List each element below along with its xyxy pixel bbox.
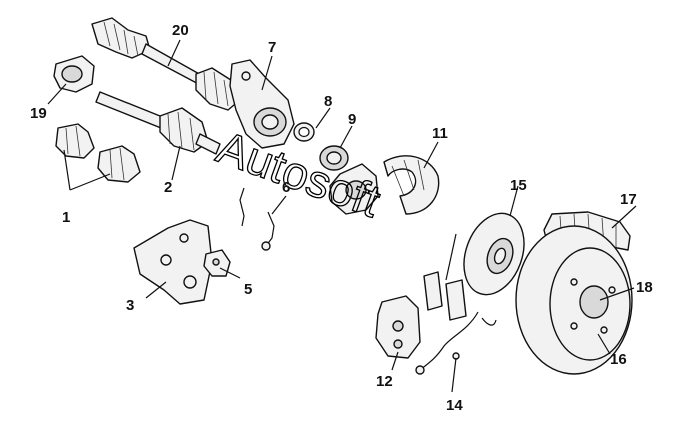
brake-drum-16 bbox=[515, 225, 633, 375]
callout-5: 5 bbox=[244, 281, 252, 298]
brake-caliper-12 bbox=[375, 295, 421, 359]
wheel-hub-10 bbox=[329, 163, 379, 215]
callout-6: 6 bbox=[282, 179, 290, 196]
drive-shaft-20 bbox=[91, 17, 241, 111]
lower-bracket-3 bbox=[133, 219, 213, 305]
sensor-wire-14 bbox=[415, 311, 497, 375]
boot-kit-1 bbox=[55, 123, 141, 183]
drive-shaft-2 bbox=[95, 91, 221, 155]
callout-19: 19 bbox=[30, 105, 47, 122]
callout-9: 9 bbox=[348, 111, 356, 128]
callout-1: 1 bbox=[62, 209, 70, 226]
callout-8: 8 bbox=[324, 93, 332, 110]
wheel-bearing-9 bbox=[319, 145, 349, 171]
brake-pads-13 bbox=[423, 271, 467, 321]
splash-shield-11 bbox=[383, 155, 440, 215]
callout-12: 12 bbox=[376, 373, 393, 390]
brake-disc-15 bbox=[463, 212, 525, 296]
callout-labels: 20 7 8 9 11 15 17 18 16 19 2 1 6 3 5 12 … bbox=[30, 22, 653, 414]
callout-7: 7 bbox=[268, 39, 276, 56]
callout-11: 11 bbox=[432, 125, 448, 142]
leader-lines bbox=[47, 39, 637, 393]
cv-joint-19 bbox=[53, 55, 95, 93]
callout-16: 16 bbox=[610, 351, 627, 368]
callout-20: 20 bbox=[172, 22, 189, 39]
callout-3: 3 bbox=[126, 297, 134, 314]
abs-sensor-bracket-6 bbox=[239, 187, 275, 251]
callout-14: 14 bbox=[446, 397, 463, 414]
snap-ring-8 bbox=[293, 122, 315, 142]
steering-knuckle-7 bbox=[229, 59, 295, 149]
callout-17: 17 bbox=[620, 191, 637, 208]
callout-2: 2 bbox=[164, 179, 172, 196]
callout-15: 15 bbox=[510, 177, 527, 194]
callout-18: 18 bbox=[636, 279, 653, 296]
